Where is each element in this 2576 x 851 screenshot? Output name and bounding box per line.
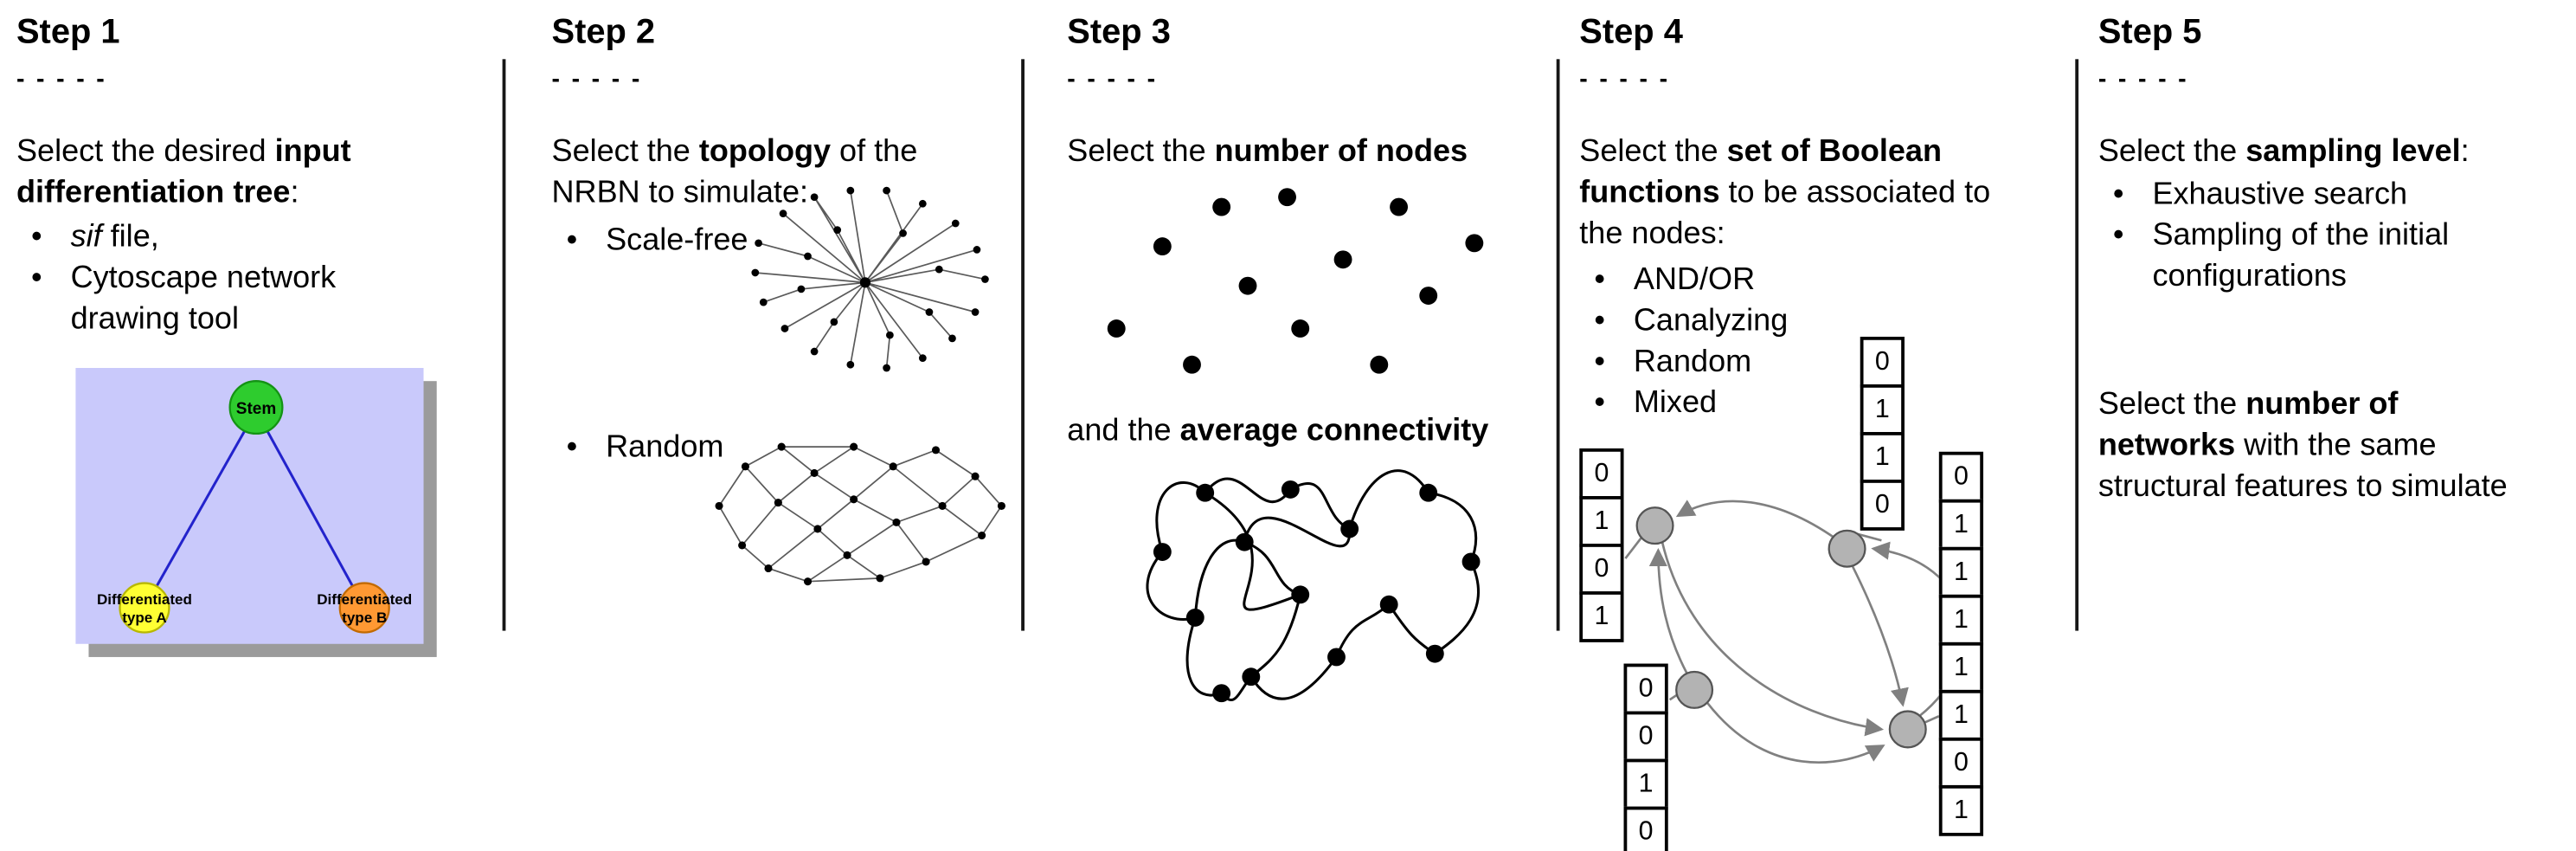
truth-table-cell: 1 [1938,784,1984,836]
differentiation-tree-figure: Stem Differentiated type A Differentiate… [75,368,437,657]
truth-table-cell: 1 [1623,758,1668,810]
truth-table-cell: 1 [1938,499,1984,551]
truth-table-cell: 1 [1860,432,1905,483]
step-5-bullet-list: Exhaustive search Sampling of the initia… [2098,174,2576,297]
step-4-title: Step 4 [1579,13,1683,51]
truth-table-cell: 1 [1860,384,1905,435]
truth-table-cell: 0 [1579,544,1624,595]
random-network-edges [718,446,1003,583]
random-network-nodes [715,442,1005,586]
scale-free-edges [755,190,986,369]
step-3-line1: Select the number of nodes [1067,134,1468,170]
step-4-dashes: - - - - - [1579,65,1670,94]
connectivity-network-graphic [1146,469,1481,703]
truth-table-cell: 0 [1860,336,1905,388]
step-1-title: Step 1 [16,13,120,51]
step-5-intro: Select the sampling level: [2097,134,2470,170]
column-divider-1 [502,59,506,631]
column-divider-4 [2075,59,2079,631]
truth-table-left: 0 1 0 1 [1579,448,1624,642]
step-5-bullet-exhaustive: Exhaustive search [2098,174,2576,215]
truth-table-cell: 1 [1579,496,1624,547]
step-5-title: Step 5 [2097,13,2202,51]
truth-table-bottom: 0 0 1 0 [1623,663,1668,851]
step-1-column: Step 1 - - - - - Select the desired inpu… [16,13,496,851]
truth-table-cell: 0 [1623,711,1668,763]
step-5-column: Step 5 - - - - - Select the sampling lev… [2098,13,2576,851]
truth-table-cell: 0 [1623,806,1668,851]
step-4-bullet-list: AND/OR Canalyzing Random Mixed [1579,260,2019,424]
scale-free-network-graphic [751,186,989,372]
stem-node-label: Stem [236,400,276,418]
step-4-column: Step 4 - - - - - Select the set of Boole… [1579,13,2068,851]
scatter-dots [1107,188,1484,374]
truth-table-cell: 0 [1938,737,1984,789]
nodes-scatter-graphic [1107,188,1484,374]
type-a-label-line1: Differentiated [97,591,192,608]
truth-table-top: 0 1 1 0 [1860,336,1905,531]
random-network-graphic [715,442,1005,586]
tree-edge-b [254,409,366,609]
step-5-bullet-sampling: Sampling of the initial configurations [2098,216,2576,298]
type-a-label-line2: type A [122,609,167,626]
truth-table-cell: 1 [1938,594,1984,646]
step-1-dashes: - - - - - [16,65,107,94]
truth-table-cell: 1 [1938,689,1984,741]
truth-table-cell: 1 [1579,591,1624,642]
truth-table-cell: 0 [1938,451,1984,503]
truth-table-right: 0 1 1 1 1 1 0 1 [1938,451,1984,836]
step-4-bullet-mixed: Mixed [1579,383,2019,423]
column-divider-3 [1556,59,1560,631]
truth-table-cell: 0 [1579,448,1624,500]
step-2-column: Step 2 - - - - - Select the topology of … [552,13,1015,851]
column-divider-2 [1021,59,1025,631]
tree-edge-a [143,409,258,609]
type-b-label-line1: Differentiated [317,591,412,608]
connectivity-edges [1146,469,1481,701]
step-3-line2: and the average connectivity [1067,414,1489,448]
step-4-bullet-and-or: AND/OR [1579,260,2019,300]
differentiated-type-a-node [119,582,170,634]
stem-node [228,380,284,435]
step-2-dashes: - - - - - [551,65,643,94]
type-b-label-line2: type B [342,609,387,626]
step-4-bullet-random: Random [1579,342,2019,383]
differentiated-type-b-node [338,582,390,634]
step-2-bullet-random: Random [552,427,799,467]
connectivity-dots [1153,480,1481,703]
step-2-bullet-scale-free: Scale-free [552,220,799,261]
scale-free-nodes [751,186,989,372]
truth-table-cell: 0 [1623,663,1668,715]
truth-table-cell: 1 [1938,546,1984,598]
boolean-network-nodes [1635,506,1927,749]
step-5-dashes: - - - - - [2097,65,2189,94]
step-3-title: Step 3 [1067,13,1171,51]
step-3-column: Step 3 - - - - - Select the number of no… [1067,13,1546,851]
step-3-dashes: - - - - - [1067,65,1158,94]
step-2-title: Step 2 [551,13,656,51]
truth-table-cell: 0 [1860,480,1905,531]
truth-table-cell: 1 [1938,641,1984,693]
step-4-bullet-canalyzing: Canalyzing [1579,300,2019,341]
step-1-bullet-sif-file: sif file, [16,216,496,257]
